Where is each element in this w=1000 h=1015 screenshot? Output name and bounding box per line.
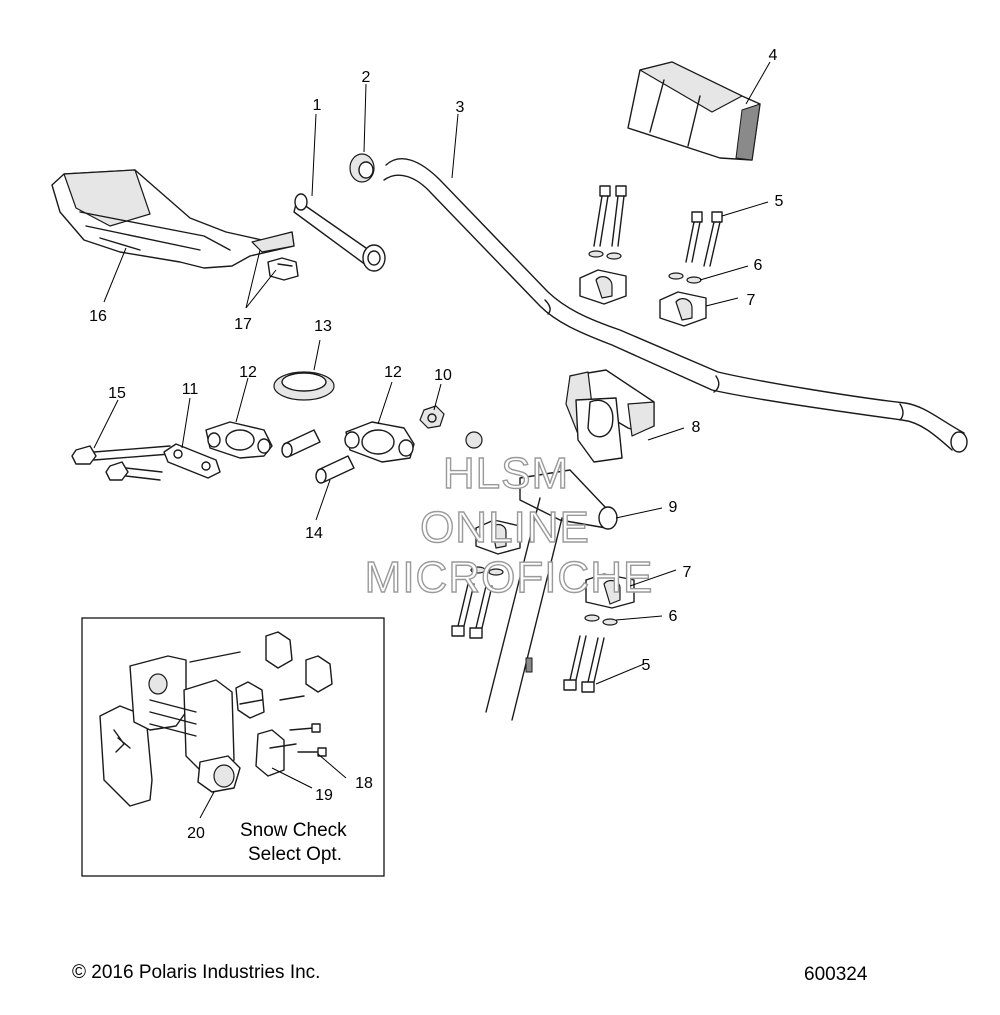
steering-post — [485, 469, 618, 721]
snow-check-inset — [81, 617, 385, 877]
leader-lines — [93, 61, 771, 685]
callout-16: 16 — [89, 308, 107, 325]
plate-11 — [163, 443, 221, 479]
callout-6-lower: 6 — [669, 608, 678, 625]
bar-clamp-upper — [579, 269, 707, 327]
washers-lower — [470, 566, 618, 626]
mount-clamp-left — [205, 421, 273, 459]
callout-5-lower: 5 — [642, 657, 651, 674]
callout-10: 10 — [434, 367, 452, 384]
grip — [293, 193, 386, 272]
watermark: HLSM ONLINE MICROFICHE — [364, 448, 654, 602]
handlebar-cover — [627, 61, 761, 161]
inset-note-line-2: Select Opt. — [248, 844, 342, 865]
hand-guard-clamp — [267, 257, 299, 281]
inset-bracket-r — [99, 705, 153, 807]
callout-15: 15 — [108, 385, 126, 402]
callout-3: 3 — [456, 99, 465, 116]
callouts: 1 2 3 4 5 6 7 8 9 10 11 12 12 13 14 15 1… — [89, 47, 783, 674]
handlebar-riser — [565, 369, 655, 463]
callout-19: 19 — [315, 787, 333, 804]
callout-7-upper: 7 — [747, 292, 756, 309]
watermark-line-1: HLSM — [443, 449, 569, 498]
callout-11: 11 — [182, 381, 199, 398]
watermark-line-3: MICROFICHE — [365, 553, 654, 602]
callout-18: 18 — [355, 775, 373, 792]
spacer-14 — [281, 429, 355, 484]
callout-13: 13 — [314, 318, 332, 335]
callout-20: 20 — [187, 825, 205, 842]
inset-note-line-1: Snow Check — [240, 820, 347, 841]
nut-10 — [419, 405, 483, 449]
callout-2: 2 — [362, 69, 371, 86]
callout-17: 17 — [234, 316, 252, 333]
handlebar — [383, 157, 968, 453]
clamp-bolts-lower — [451, 583, 605, 693]
callout-12-right: 12 — [384, 364, 402, 381]
bolt-15 — [71, 445, 171, 481]
watermark-line-2: ONLINE — [420, 503, 590, 552]
bar-clamp-lower — [475, 519, 635, 609]
callout-14: 14 — [305, 525, 323, 542]
callout-5-upper: 5 — [775, 193, 784, 210]
callout-4: 4 — [769, 47, 778, 64]
callout-7-lower: 7 — [683, 564, 692, 581]
callout-1: 1 — [313, 97, 322, 114]
callout-12-left: 12 — [239, 364, 257, 381]
bar-end-plug — [349, 153, 375, 183]
callout-9: 9 — [669, 499, 678, 516]
clamp-bolts-upper — [593, 185, 723, 267]
copyright-text: © 2016 Polaris Industries Inc. — [72, 962, 320, 983]
callout-8: 8 — [692, 419, 701, 436]
washers-upper — [588, 250, 702, 284]
callout-6-upper: 6 — [754, 257, 763, 274]
ring-13 — [273, 371, 335, 401]
hand-guard — [51, 169, 295, 269]
mount-clamp-right — [344, 421, 415, 463]
diagram-id: 600324 — [804, 964, 868, 985]
